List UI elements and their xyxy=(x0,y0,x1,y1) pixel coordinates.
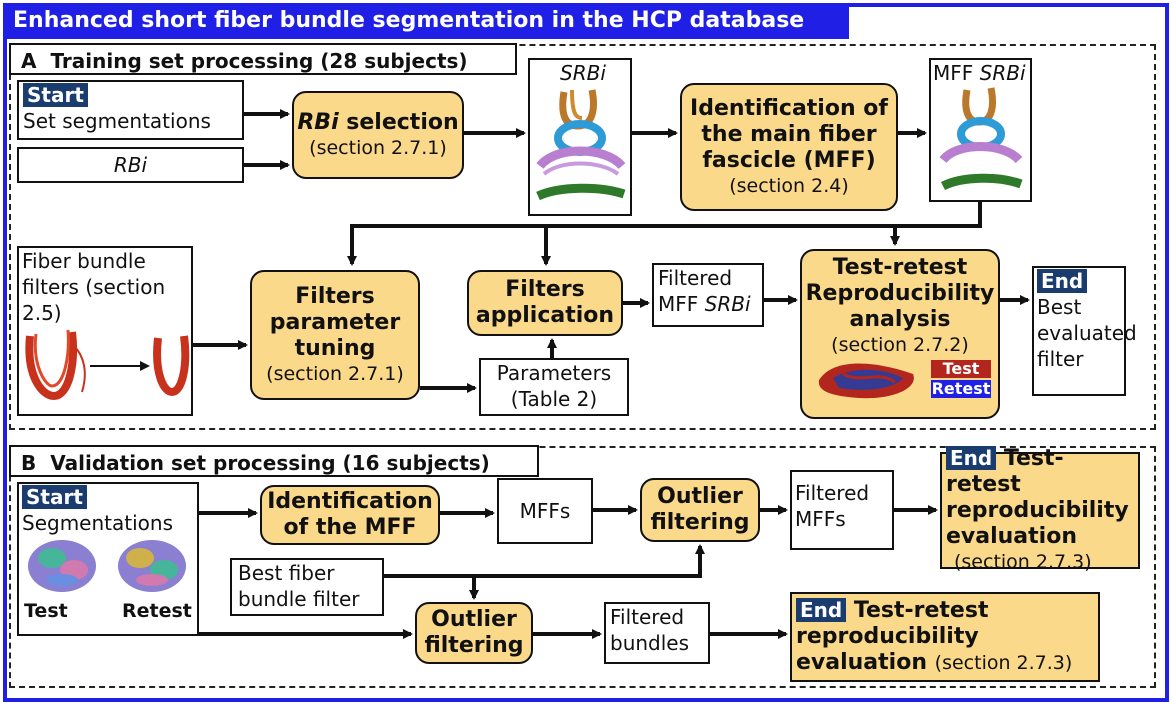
end-evaluation-1-box: End Test-retest reproducibility evaluati… xyxy=(940,446,1140,573)
identification-section: (section 2.4) xyxy=(729,174,849,197)
start-tag-b: Start xyxy=(22,485,87,509)
srbi-image-box: SRBi xyxy=(528,58,632,216)
filters-parameter-tuning-box: Filters parameter tuning (section 2.7.1) xyxy=(250,270,420,400)
section-b-letter: B xyxy=(21,451,37,475)
fiber-filters-text: Fiber bundle filters (section 2.5) xyxy=(22,249,166,325)
segmentations-text: Segmentations xyxy=(22,511,173,535)
section-b xyxy=(9,446,1156,688)
figure-title: Enhanced short fiber bundle segmentation… xyxy=(3,3,849,39)
end2-title: Test-retest reproducibility evaluation xyxy=(796,598,989,675)
reproducibility-section: (section 2.7.2) xyxy=(831,334,969,356)
rbi-input-text: RBi xyxy=(113,153,148,177)
filtered-bundles-text: Filtered bundles xyxy=(610,605,690,655)
test-retest-overlay-image xyxy=(818,363,914,399)
identification-b-title: Identification of the MFF xyxy=(267,489,433,540)
section-a xyxy=(9,44,1156,430)
tuning-title: Filters parameter tuning xyxy=(269,283,401,361)
rbi-italic: RBi xyxy=(297,109,339,135)
filtered-line1: Filtered xyxy=(658,266,733,290)
legend-test: Test xyxy=(931,360,991,378)
end1-title: Test-retest reproducibility evaluation xyxy=(946,446,1129,549)
end2-section: (section 2.7.3) xyxy=(934,652,1073,674)
identification-mff-box: Identification of the main fiber fascicl… xyxy=(680,83,898,211)
mff-srbi-italic: SRBi xyxy=(979,61,1026,85)
rbi-selection-section: (section 2.7.1) xyxy=(309,136,447,159)
brain-images xyxy=(28,540,186,592)
filter-illustration xyxy=(25,329,190,401)
mffs-box: MFFs xyxy=(497,478,593,544)
end-best-filter-box: End Best evaluated filter xyxy=(1032,266,1137,396)
application-title: Filters application xyxy=(475,277,615,328)
start-set-segmentations: Start Set segmentations xyxy=(17,80,244,140)
rbi-input-box: RBi xyxy=(17,147,244,183)
rbi-selection-box: RBi selection (section 2.7.1) xyxy=(292,91,464,179)
parameters-box: Parameters (Table 2) xyxy=(479,358,629,416)
end-evaluation-2-box: End Test-retest reproducibility evaluati… xyxy=(790,592,1100,682)
srbi-label: SRBi xyxy=(560,61,606,85)
reproducibility-analysis-box: Test-retest Reproducibility analysis (se… xyxy=(800,249,1000,419)
filtered-mff-srbi-box: Filtered MFF SRBi xyxy=(652,263,764,327)
section-a-label: A Training set processing (28 subjects) xyxy=(9,43,517,75)
section-b-label: B Validation set processing (16 subjects) xyxy=(9,445,539,477)
fiber-bundle-filters-box: Fiber bundle filters (section 2.5) xyxy=(17,246,193,416)
section-a-title: Training set processing (28 subjects) xyxy=(50,49,468,73)
mff-srbi-prefix: MFF xyxy=(933,61,974,85)
brain-retest-label: Retest xyxy=(122,600,192,622)
end1-section: (section 2.7.3) xyxy=(954,551,1092,573)
section-a-letter: A xyxy=(21,49,37,73)
start-text: Set segmentations xyxy=(23,109,211,133)
filtered-mffs-box: Filtered MFFs xyxy=(790,470,894,550)
outlier-filtering-2-box: Outlier filtering xyxy=(415,602,533,664)
end-best-text: Best evaluated filter xyxy=(1037,295,1137,371)
filtered-mffs-text: Filtered MFFs xyxy=(795,481,870,531)
best-fiber-bundle-filter-box: Best fiber bundle filter xyxy=(230,558,384,616)
legend-retest: Retest xyxy=(931,379,991,398)
filtered-bundles-box: Filtered bundles xyxy=(604,602,710,664)
end2-tag: End xyxy=(796,598,847,622)
mffs-text: MFFs xyxy=(519,499,571,523)
rbi-selection-title: selection xyxy=(346,109,459,135)
best-filter-text: Best fiber bundle filter xyxy=(238,561,360,611)
srbi-fiber-image xyxy=(536,89,626,201)
filters-application-box: Filters application xyxy=(467,270,623,336)
end1-tag: End xyxy=(946,446,997,470)
brain-test-label: Test xyxy=(24,600,68,622)
filtered-srbi: SRBi xyxy=(704,292,751,316)
section-b-title: Validation set processing (16 subjects) xyxy=(50,451,490,475)
identification-mff-b-box: Identification of the MFF xyxy=(260,485,440,545)
filtered-mff: MFF xyxy=(658,292,699,316)
reproducibility-title: Test-retest Reproducibility analysis xyxy=(805,255,995,332)
identification-title: Identification of the main fiber fascicl… xyxy=(690,95,888,173)
mff-srbi-image-box: MFF SRBi xyxy=(929,58,1032,202)
tuning-section: (section 2.7.1) xyxy=(266,362,404,385)
mff-srbi-fiber-image xyxy=(939,87,1023,191)
outlier-filtering-1-box: Outlier filtering xyxy=(640,478,760,542)
outlier1-title: Outlier filtering xyxy=(650,484,750,535)
start-segmentations-box: Start Segmentations Test Retest xyxy=(17,482,199,636)
start-tag: Start xyxy=(23,83,88,107)
outlier2-title: Outlier filtering xyxy=(424,607,524,658)
end-tag-a: End xyxy=(1037,269,1088,293)
parameters-text: Parameters (Table 2) xyxy=(496,361,612,411)
